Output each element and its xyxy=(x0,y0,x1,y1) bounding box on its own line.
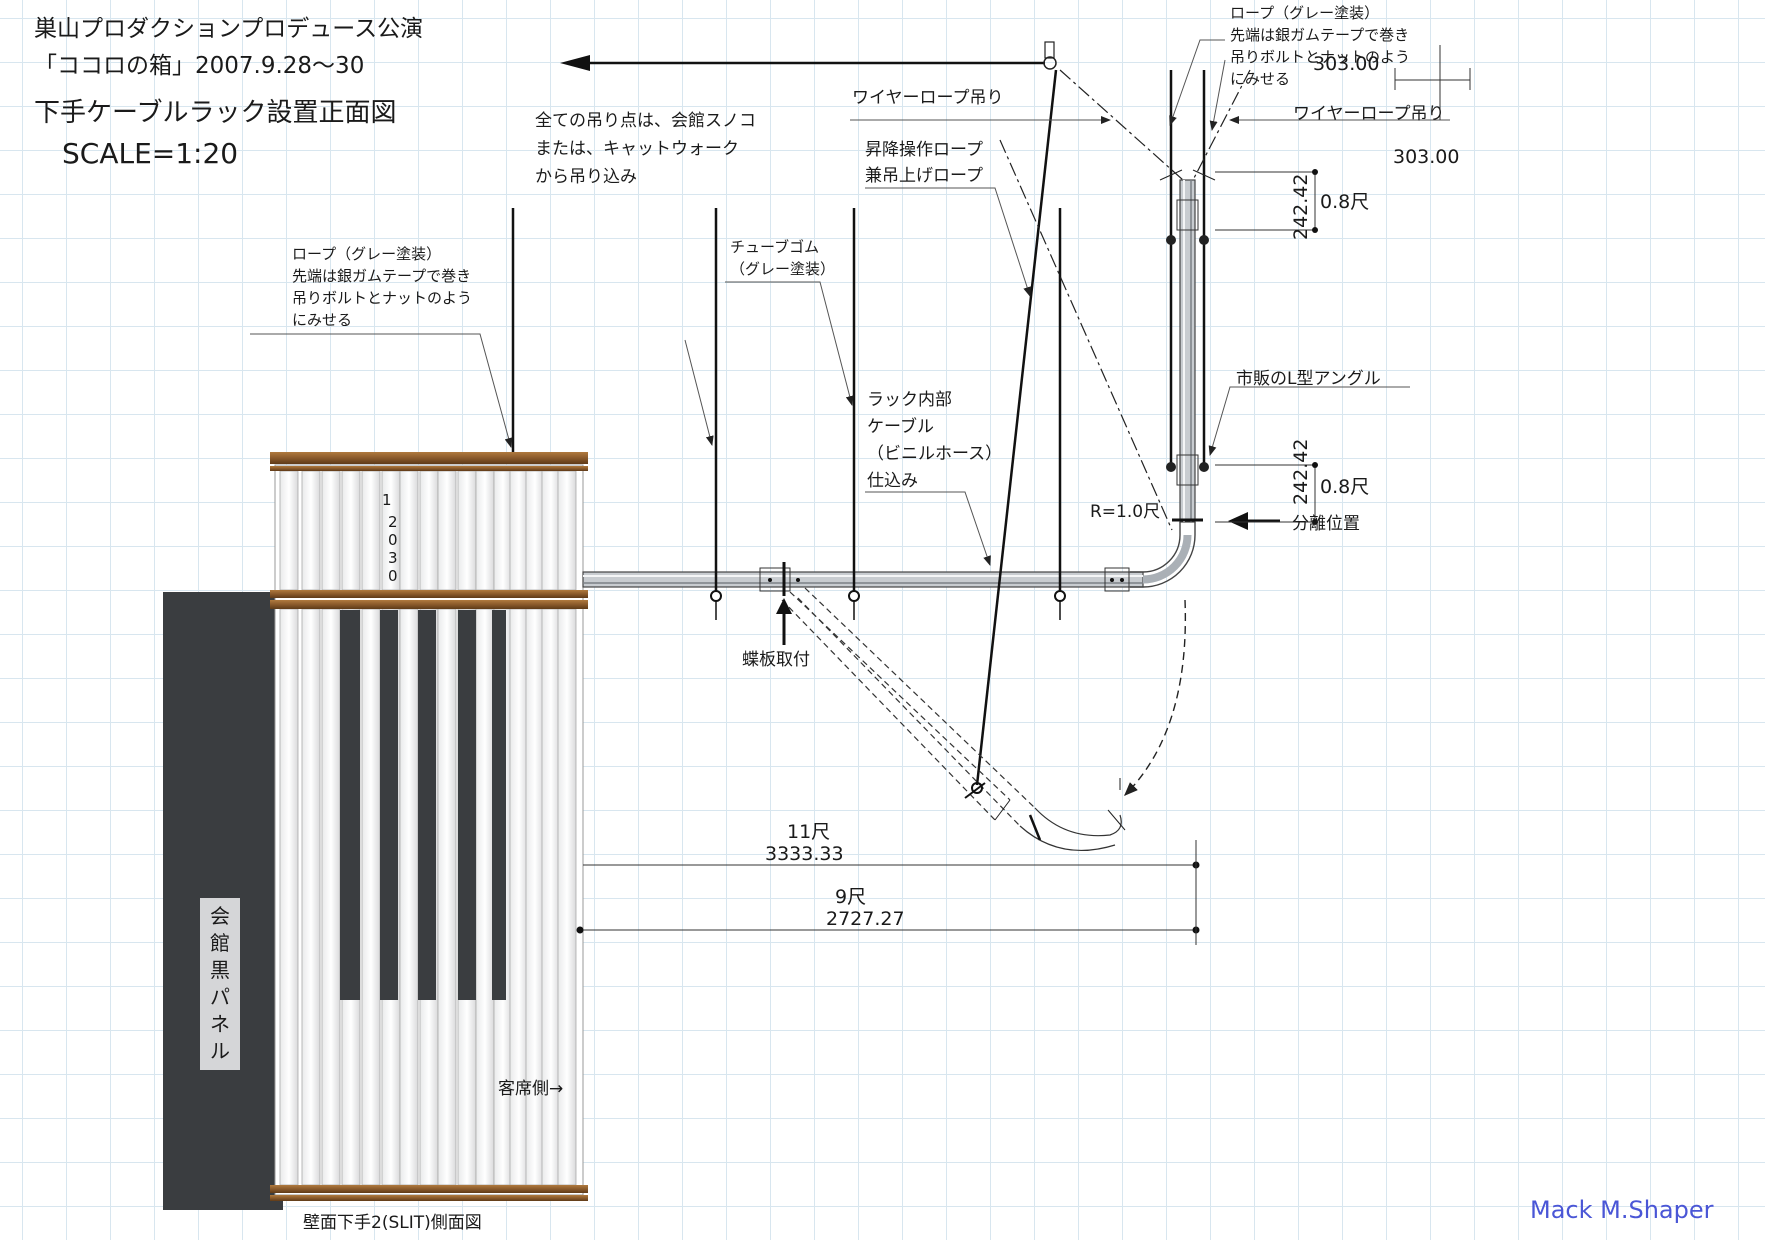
wire-rope-label-1: ワイヤーロープ吊り xyxy=(852,88,1003,108)
tube-rubber-line-2: （グレー塗装） xyxy=(730,260,835,278)
lift-rope-line-1: 昇降操作ロープ xyxy=(865,140,983,160)
top-direction-arrow xyxy=(560,41,1057,71)
wall-dark-gaps xyxy=(340,610,506,1000)
wall-slat-upper xyxy=(475,470,495,591)
wall-caption: 壁面下手2(SLIT)側面図 xyxy=(303,1213,482,1233)
rack-cable-line-4: 仕込み xyxy=(867,471,918,491)
lift-rope-line-2: 兼吊上げロープ xyxy=(865,166,983,186)
wall-slat-upper xyxy=(321,470,341,591)
l-angle-label: 市販のL型アングル xyxy=(1236,369,1381,389)
wall-slat-upper xyxy=(509,470,529,591)
rack-cable-line-1: ラック内部 xyxy=(867,390,952,410)
rope-right-line-3: 吊りボルトとナットのよう xyxy=(1230,48,1410,66)
slit-wall: 1 2 0 3 0 xyxy=(270,452,588,1201)
annotation-leaders xyxy=(250,39,1450,566)
black-panel-char-1: 会 xyxy=(210,904,230,928)
upper-dim-08: 0.8尺 xyxy=(1320,191,1369,213)
rope-left-line-1: ロープ（グレー塗装） xyxy=(292,245,441,263)
dim-11-shaku: 11尺 xyxy=(787,821,830,843)
cable-rack-horizontal xyxy=(582,562,1144,596)
hidden-mark-5: 0 xyxy=(388,567,398,585)
rack-cable-line-3: （ビニルホース） xyxy=(867,444,1002,464)
wire-rope-label-2: ワイヤーロープ吊り xyxy=(1293,104,1444,124)
upper-dim-242: 242.42 xyxy=(1290,174,1312,240)
rope-right-line-1: ロープ（グレー塗装） xyxy=(1230,4,1379,22)
audience-side-label: 客席側→ xyxy=(498,1079,563,1099)
wall-slat-lower xyxy=(361,608,381,1186)
cable-rack-bend xyxy=(1130,522,1196,588)
black-panel: 会 館 黒 パ ネ ル xyxy=(163,592,283,1210)
dim-9-shaku: 9尺 xyxy=(835,886,866,908)
hang-note-line-3: から吊り込み xyxy=(535,167,637,187)
wall-slat-upper xyxy=(341,470,361,591)
rope-right-line-2: 先端は銀ガムテープで巻き xyxy=(1230,26,1409,44)
lower-dim-08: 0.8尺 xyxy=(1320,476,1369,498)
rack-cable-line-2: ケーブル xyxy=(867,416,934,437)
wall-slat-lower xyxy=(475,608,495,1186)
separation-label: 分離位置 xyxy=(1292,514,1360,534)
hinge-label: 蝶板取付 xyxy=(742,650,810,670)
rope-left-line-4: にみせる xyxy=(292,311,352,329)
show-title: 「ココロの箱」2007.9.28～30 xyxy=(34,53,364,79)
hidden-mark-4: 3 xyxy=(388,549,398,567)
wall-slat-upper xyxy=(279,470,299,591)
wall-slat-lower xyxy=(437,608,457,1186)
wall-slat-lower xyxy=(321,608,341,1186)
wall-slat-lower xyxy=(279,608,299,1186)
black-panel-char-4: パ xyxy=(210,985,230,1009)
wall-slat-upper xyxy=(399,470,419,591)
swing-arc xyxy=(1124,599,1187,796)
wire-rope-centerlines xyxy=(999,69,1251,531)
wall-slat-upper xyxy=(541,470,561,591)
scale-label: SCALE=1:20 xyxy=(62,137,238,170)
top-dim-303-b: 303.00 xyxy=(1393,146,1459,168)
separation-arrow xyxy=(1228,512,1280,530)
swung-rack-outline xyxy=(781,587,1126,851)
dim-11-mm: 3333.33 xyxy=(765,843,844,865)
radius-label: R=1.0尺 xyxy=(1090,502,1160,522)
top-dim-303-a: 303.00 xyxy=(1313,53,1379,75)
hidden-mark-1: 1 xyxy=(382,491,392,509)
drawing-title: 下手ケーブルラック設置正面図 xyxy=(34,98,396,128)
hinge-arrow xyxy=(776,598,792,645)
dimension-lines xyxy=(576,45,1471,945)
black-panel-char-5: ネ xyxy=(210,1012,230,1036)
rope-left-line-3: 吊りボルトとナットのよう xyxy=(292,289,472,307)
black-panel-char-2: 館 xyxy=(210,931,230,955)
wall-slat-upper xyxy=(457,470,477,591)
hang-note-line-2: または、キャットウォーク xyxy=(535,139,739,159)
tube-rubber-line-1: チューブゴム xyxy=(730,238,819,256)
company-title: 巣山プロダクションプロデュース公演 xyxy=(34,16,423,42)
hang-note-line-1: 全ての吊り点は、会館スノコ xyxy=(535,111,756,131)
wall-slat-upper xyxy=(437,470,457,591)
dim-9-mm: 2727.27 xyxy=(826,908,905,930)
rope-right-line-4: にみせる xyxy=(1230,70,1290,88)
black-panel-char-6: ル xyxy=(210,1039,230,1063)
lower-dim-242: 242.42 xyxy=(1290,439,1312,505)
wall-slat-lower xyxy=(399,608,419,1186)
signature: Mack M.Shaper xyxy=(1530,1196,1714,1224)
wall-slat-upper xyxy=(557,470,577,591)
cable-rack-vertical xyxy=(1159,70,1216,523)
hanging-ropes xyxy=(511,69,1066,786)
black-panel-char-3: 黒 xyxy=(210,958,230,982)
wall-slat-upper xyxy=(301,470,321,591)
wall-slat-upper xyxy=(361,470,381,591)
rope-left-line-2: 先端は銀ガムテープで巻き xyxy=(292,267,471,285)
wall-slat-upper xyxy=(493,470,513,591)
hidden-mark-3: 0 xyxy=(388,531,398,549)
wall-slat-upper xyxy=(419,470,439,591)
hidden-mark-2: 2 xyxy=(388,513,398,531)
wall-slat-lower xyxy=(301,608,321,1186)
wall-slat-upper xyxy=(525,470,545,591)
